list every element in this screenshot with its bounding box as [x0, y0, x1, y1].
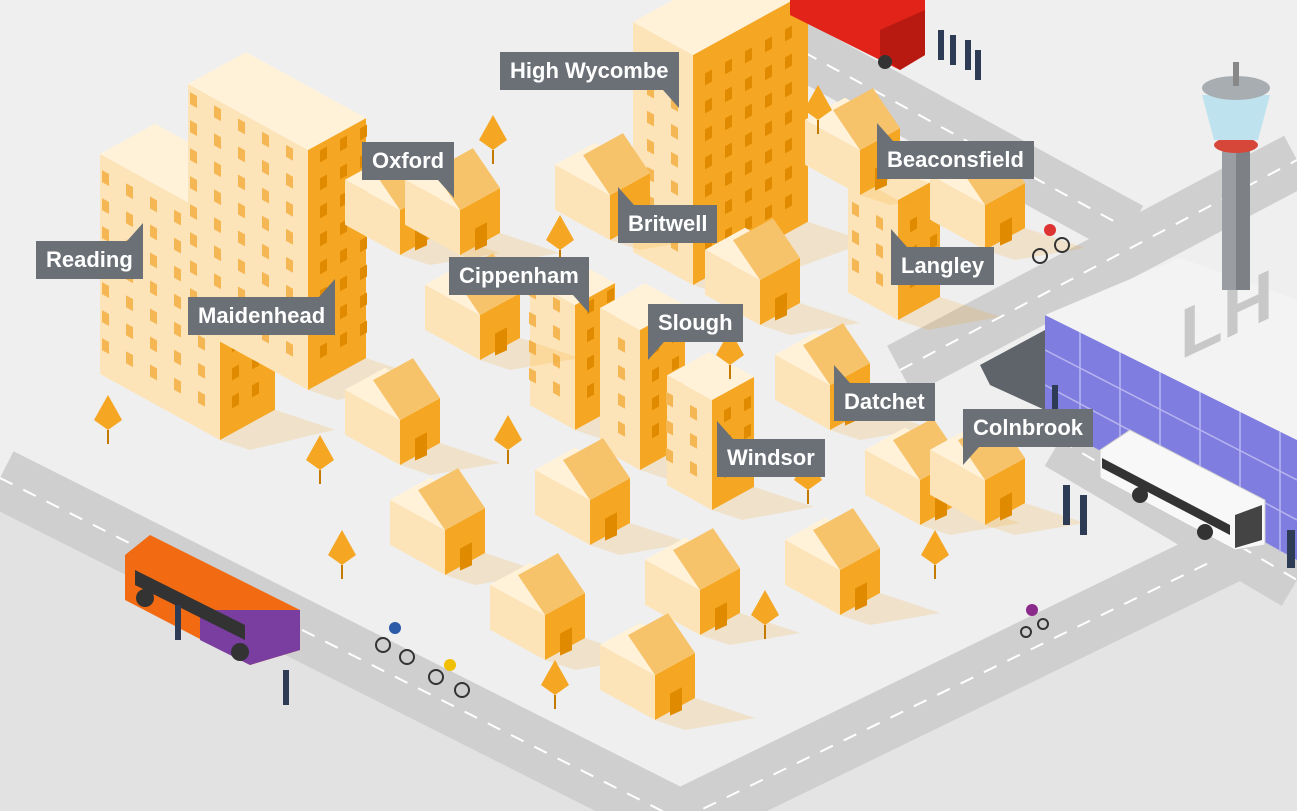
location-label-oxford[interactable]: Oxford	[362, 142, 455, 198]
building-langley	[848, 172, 898, 320]
house	[535, 469, 590, 545]
location-label-maidenhead[interactable]: Maidenhead	[188, 279, 336, 335]
house	[930, 449, 985, 525]
house	[490, 584, 545, 660]
location-label-high-wycombe[interactable]: High Wycombe	[500, 52, 679, 108]
location-label-slough[interactable]: Slough	[648, 304, 743, 360]
location-label-britwell[interactable]: Britwell	[618, 187, 718, 243]
location-label-windsor[interactable]: Windsor	[717, 421, 825, 477]
house	[600, 644, 655, 720]
location-label-datchet[interactable]: Datchet	[834, 365, 935, 421]
location-label-beaconsfield[interactable]: Beaconsfield	[877, 123, 1034, 179]
house	[705, 249, 760, 325]
house	[865, 449, 920, 525]
house	[930, 174, 985, 250]
house	[555, 164, 610, 240]
house	[425, 284, 480, 360]
orange-bus	[125, 535, 300, 665]
building-windsor	[667, 375, 712, 510]
location-label-langley[interactable]: Langley	[891, 229, 995, 285]
vehicles	[125, 0, 1295, 705]
house	[785, 539, 840, 615]
location-label-colnbrook[interactable]: Colnbrook	[963, 409, 1093, 465]
house	[805, 119, 860, 195]
location-label-reading[interactable]: Reading	[36, 223, 143, 279]
building-cippenham	[530, 280, 575, 430]
house	[345, 179, 400, 255]
house	[645, 559, 700, 635]
house	[390, 499, 445, 575]
house	[345, 389, 400, 465]
building-slough	[600, 308, 640, 470]
house	[405, 179, 460, 255]
location-label-cippenham[interactable]: Cippenham	[449, 257, 589, 313]
house	[775, 354, 830, 430]
white-bus	[1099, 429, 1266, 551]
red-double-decker-bus	[790, 0, 925, 70]
